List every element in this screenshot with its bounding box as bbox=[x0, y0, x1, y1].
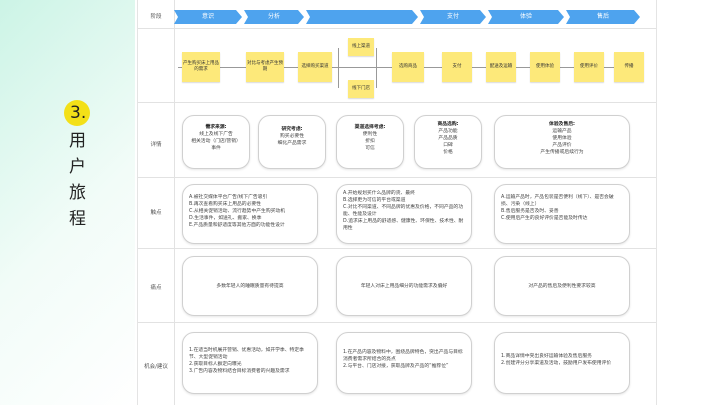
pain-card: 多数年轻人的睡眠质量有待提高 bbox=[182, 256, 318, 316]
detail-card: 渠道选择考虑: 便利性 折扣 可信 bbox=[336, 115, 404, 169]
opportunity-card: 1.在适当时机展开营销、优惠活动，如开学季、特定季节、大型促销活动 2.获取目标… bbox=[182, 332, 318, 394]
row-divider bbox=[138, 102, 656, 103]
sticky-compare: 对比与考虑产生预期 bbox=[246, 52, 284, 82]
sticky-channel: 选择购买渠道 bbox=[298, 52, 332, 82]
detail-card: 商品选购: 产品功能 产品品质 口碑 价格 bbox=[414, 115, 482, 169]
row-divider bbox=[138, 28, 656, 29]
left-panel: 3. 用户旅程 bbox=[0, 0, 135, 405]
detail-card: 需求来源: 线上及线下广告 相关活动（门店/营销） 事件 bbox=[182, 115, 250, 169]
row-label-pain: 痛点 bbox=[150, 285, 162, 291]
label-column-divider bbox=[174, 0, 175, 405]
row-label-detail: 详情 bbox=[150, 142, 162, 148]
sticky-select: 选购商品 bbox=[392, 52, 424, 82]
stage-awareness: 意识 bbox=[174, 10, 242, 24]
touchpoint-card: A.运输产品时，产品包装是否便利（线下）、是否会破损、污染（线上） B.售后服务… bbox=[494, 184, 630, 244]
sticky-review: 使用评价 bbox=[574, 52, 604, 82]
detail-card: 研究考虑: 购买必要性 细化产品需求 bbox=[258, 115, 326, 169]
detail-card: 体验及售后: 运输产品 使用体验 产品评价 产生传播或后续行为 bbox=[494, 115, 630, 169]
sticky-spread: 传播 bbox=[614, 52, 644, 82]
slide-title: 用户旅程 bbox=[69, 131, 86, 229]
opportunity-card: 1.在产品内容及物料中，围绕品牌特色，突出产品与目标消费者需求所结合的亮点 2.… bbox=[336, 332, 472, 394]
row-divider bbox=[138, 248, 656, 249]
touchpoint-card: A.被社交媒体平台广告/线下广告吸引 B.再次查看购买床上用品的必要性 C.从相… bbox=[182, 184, 318, 244]
row-divider bbox=[138, 322, 656, 323]
stage-payment: 支付 bbox=[420, 10, 486, 24]
pain-card: 对产品的售后及便利性要求较高 bbox=[494, 256, 630, 316]
row-label-stage: 阶段 bbox=[150, 14, 162, 20]
slide-number-badge bbox=[64, 100, 90, 126]
opportunity-card: 1.商品详情中突出良好运输体验及售后服务 2.创建评分分享渠道及活动，鼓励用户发… bbox=[494, 332, 630, 394]
sticky-need: 产生购买床上用品的需求 bbox=[182, 52, 220, 82]
stage-aftersales: 售后 bbox=[566, 10, 640, 24]
row-label-touch: 触点 bbox=[150, 210, 162, 216]
pain-card: 年轻人对床上用品细分的功能需求及偏好 bbox=[336, 256, 472, 316]
stage-analysis: 分析 bbox=[244, 10, 304, 24]
row-divider bbox=[138, 177, 656, 178]
sticky-delivery: 配送及运输 bbox=[486, 52, 516, 82]
row-label-opportunity: 机会/建议 bbox=[144, 364, 168, 370]
sticky-usage: 使用体验 bbox=[530, 52, 560, 82]
flow-branch bbox=[376, 48, 377, 88]
flow-branch bbox=[338, 48, 339, 88]
slide-number: 3. bbox=[70, 103, 87, 123]
stage-blank bbox=[306, 10, 418, 24]
touchpoint-card: A.开始规划买什么品牌的货、最终 B.选择更为可信的平台或渠道 C.对比不同渠道… bbox=[336, 184, 472, 244]
sticky-online: 线上渠道 bbox=[348, 38, 374, 56]
sticky-pay: 支付 bbox=[442, 52, 472, 82]
sticky-offline: 线下门店 bbox=[348, 80, 374, 98]
stage-experience: 体验 bbox=[488, 10, 564, 24]
journey-board: 阶段 详情 触点 痛点 机会/建议 意识 分析 支付 体验 售后 产生购买床上用… bbox=[137, 0, 657, 405]
